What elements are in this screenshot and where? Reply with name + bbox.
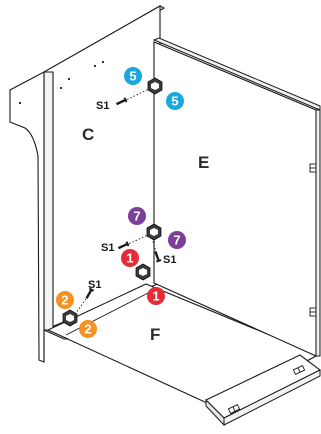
- panel-f-left-edge: [43, 329, 69, 340]
- panel-label-c: C: [82, 125, 94, 144]
- cam-hole: [93, 64, 97, 68]
- bracket-icon: [146, 223, 162, 241]
- dotted-guide: [125, 234, 149, 246]
- panel-f-front-rail-face: [223, 369, 321, 426]
- panel-f: F: [43, 283, 321, 427]
- step-badge-red: 1: [147, 287, 165, 305]
- step-badges: 5 5 7 7 1 1 2 2: [56, 67, 186, 338]
- panel-c-face: [43, 5, 161, 331]
- step-badge-red: 1: [121, 249, 139, 267]
- bracket-icon: [62, 309, 78, 327]
- screw-icon: [154, 250, 162, 263]
- cam-hole: [18, 101, 22, 105]
- screw-icon: [85, 287, 95, 299]
- panel-c-front-edge: [43, 71, 54, 334]
- panel-e-side-edge: [315, 109, 321, 357]
- step-badge-purple: 7: [168, 231, 186, 249]
- panel-c: C: [9, 5, 166, 363]
- dotted-guide: [151, 237, 157, 253]
- cam-hole: [59, 86, 63, 90]
- panel-label-e: E: [198, 153, 209, 172]
- screw-label: S1: [101, 242, 114, 254]
- cam-lock-icon: [292, 365, 306, 375]
- panel-e-top-edge: [152, 37, 321, 111]
- panel-c-cutout: [9, 71, 45, 363]
- svg-text:5: 5: [171, 94, 178, 109]
- svg-text:2: 2: [61, 293, 68, 308]
- svg-text:5: 5: [129, 69, 136, 84]
- dotted-guide: [123, 88, 150, 102]
- svg-text:7: 7: [173, 233, 180, 248]
- screw-icon: [115, 97, 128, 106]
- edge-cam-locks: [227, 163, 317, 414]
- cam-hole: [67, 77, 71, 81]
- svg-text:2: 2: [84, 322, 91, 337]
- screw-label: S1: [163, 254, 176, 266]
- panel-label-f: F: [150, 325, 160, 344]
- cam-lock-icon: [309, 307, 317, 317]
- step-badge-blue: 5: [166, 92, 184, 110]
- cam-lock-icon: [309, 163, 317, 173]
- step-badge-orange: 2: [79, 320, 97, 338]
- screw-icon: [117, 241, 130, 250]
- svg-text:1: 1: [126, 251, 133, 266]
- bracket-icon: [135, 263, 151, 281]
- hardware: [62, 77, 163, 327]
- step-badge-purple: 7: [128, 207, 146, 225]
- cam-hole: [101, 60, 105, 64]
- screw-labels: S1 S1 S1 S1: [88, 100, 176, 291]
- svg-text:7: 7: [133, 209, 140, 224]
- svg-text:1: 1: [152, 289, 159, 304]
- step-badge-blue: 5: [124, 67, 142, 85]
- step-badge-orange: 2: [56, 291, 74, 309]
- panel-e: E: [152, 37, 321, 357]
- screw-label: S1: [88, 279, 101, 291]
- bracket-icon: [147, 77, 163, 95]
- cam-lock-icon: [227, 404, 241, 414]
- screw-label: S1: [96, 100, 109, 112]
